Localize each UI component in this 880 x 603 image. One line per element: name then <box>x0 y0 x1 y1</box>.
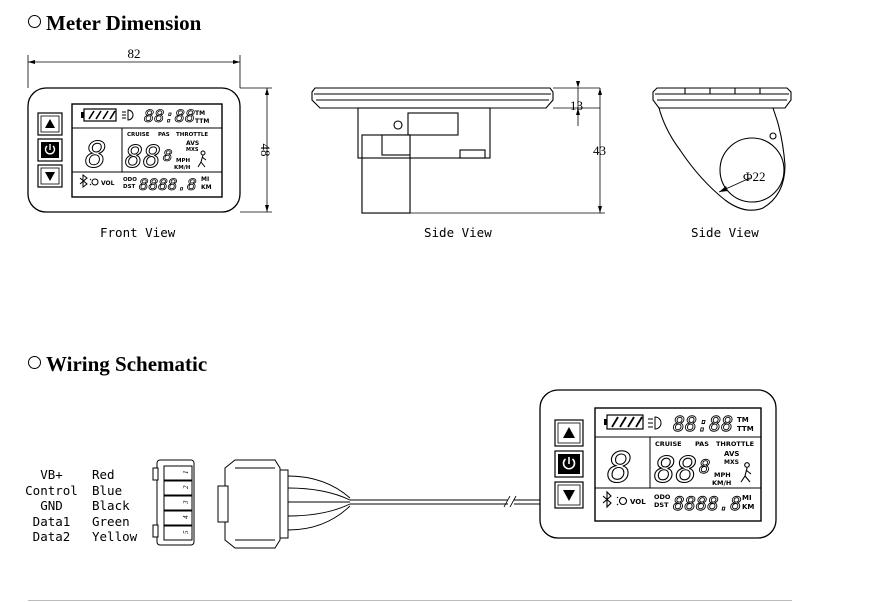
bottom-divider <box>28 600 792 601</box>
mini-digit: 8 <box>699 456 710 478</box>
power-icon <box>44 144 56 155</box>
ttm-label: TTM <box>737 425 754 433</box>
ttm-label: TTM <box>195 118 209 125</box>
signal-label-list: VB+ Control GND Data1 Data2 <box>24 467 79 545</box>
clamp-side-view-drawing: Φ22 <box>652 87 792 211</box>
pin-number: 1 <box>182 471 190 475</box>
mxs-label: MXS <box>724 459 739 466</box>
front-view-caption: Front View <box>100 225 176 240</box>
down-arrow-icon <box>563 490 575 501</box>
wiring-schematic-drawing: 1 2 3 4 5 <box>152 389 777 549</box>
mini-digit: 8 <box>163 146 173 165</box>
headlight-icon <box>89 178 99 186</box>
walk-assist-icon <box>197 150 207 168</box>
signal-label: Data1 <box>32 513 71 529</box>
pas-label: PAS <box>695 440 709 448</box>
wire-color-list: Red Blue Black Green Yellow <box>92 467 137 545</box>
pin-number: 3 <box>182 500 190 505</box>
clamp-side-view-caption: Side View <box>691 225 759 240</box>
power-button[interactable] <box>554 450 584 478</box>
up-button[interactable] <box>37 112 63 136</box>
km-label: KM <box>201 184 212 191</box>
wire-color-label: Blue <box>92 482 123 498</box>
cruise-label: CRUISE <box>655 440 682 448</box>
headlight-icon <box>616 496 628 506</box>
pin-number: 5 <box>182 530 190 534</box>
signal-label: GND <box>40 498 63 513</box>
up-arrow-icon <box>563 427 575 438</box>
clamp-diameter-label: Φ22 <box>743 169 766 184</box>
signal-label: Control <box>25 482 78 498</box>
vol-label: VOL <box>630 498 646 506</box>
mi-label: MI <box>201 176 209 183</box>
power-button[interactable] <box>37 138 63 162</box>
kmh-label: KM/H <box>712 479 731 487</box>
circle-bullet-icon <box>28 15 41 28</box>
up-button[interactable] <box>554 419 584 447</box>
up-arrow-icon <box>45 119 55 128</box>
wire-color-label: Red <box>92 467 115 482</box>
signal-label: Data2 <box>32 529 71 544</box>
wire-color-label: Black <box>92 498 130 513</box>
mi-label: MI <box>742 494 752 502</box>
width-dimension-label: 82 <box>128 46 141 61</box>
circle-bullet-icon <box>28 356 41 369</box>
speed-digits: 88 <box>654 450 697 491</box>
wire-color-label: Yellow <box>92 529 138 544</box>
wire-color-label: Green <box>92 513 130 529</box>
odometer-digits: 8888.8 <box>139 175 197 194</box>
avs-label: AVS <box>724 450 739 458</box>
dst-label: DST <box>123 184 136 190</box>
front-view-drawing: 82 48 88:88 TM TTM 8 CRUISE <box>27 46 273 213</box>
down-arrow-icon <box>45 172 55 181</box>
tm-label: TM <box>737 416 749 424</box>
connector-housing <box>217 459 289 549</box>
throttle-label: THROTTLE <box>716 440 754 448</box>
clock-digits: 88:88 <box>144 107 195 127</box>
mph-label: MPH <box>714 471 731 479</box>
signal-label: VB+ <box>40 467 63 482</box>
side-top-dimension-label: 13 <box>570 98 583 113</box>
down-button[interactable] <box>37 164 63 188</box>
odo-label: ODO <box>654 493 671 501</box>
headlight-icon <box>122 109 134 121</box>
speed-digits: 88 <box>125 140 161 175</box>
avs-label: AVS <box>186 140 199 147</box>
bluetooth-icon <box>602 490 612 509</box>
wiring-schematic-heading: Wiring Schematic <box>28 352 207 377</box>
dst-label: DST <box>654 501 669 509</box>
clock-digits: 88:88 <box>673 412 733 436</box>
side-view-drawing: 13 43 <box>311 81 606 214</box>
walk-assist-icon <box>740 462 752 483</box>
power-icon <box>562 457 576 470</box>
bluetooth-icon <box>79 174 88 188</box>
pin-number: 4 <box>182 515 190 519</box>
km-label: KM <box>742 503 754 511</box>
mxs-label: MXS <box>186 147 199 153</box>
pin-number: 2 <box>182 485 190 489</box>
meter-dimension-title: Meter Dimension <box>46 11 202 35</box>
height-dimension-label: 48 <box>258 144 273 157</box>
down-button[interactable] <box>554 481 584 509</box>
kmh-label: KM/H <box>174 165 191 171</box>
mph-label: MPH <box>176 158 191 164</box>
side-height-dimension-label: 43 <box>593 143 606 158</box>
side-view-caption: Side View <box>424 225 492 240</box>
cruise-label: CRUISE <box>127 132 150 138</box>
throttle-label: THROTTLE <box>176 132 208 138</box>
level-digit: 8 <box>85 135 107 176</box>
meter-dimension-heading: Meter Dimension <box>28 11 201 36</box>
level-digit: 8 <box>607 443 632 492</box>
battery-icon <box>81 108 117 122</box>
odometer-digits: 8888.8 <box>673 493 742 515</box>
vol-label: VOL <box>101 180 115 187</box>
pas-label: PAS <box>158 132 170 138</box>
battery-icon <box>604 414 644 430</box>
odo-label: ODO <box>123 177 137 183</box>
headlight-icon <box>648 416 662 430</box>
tm-label: TM <box>195 110 205 117</box>
wiring-schematic-title: Wiring Schematic <box>46 352 208 376</box>
